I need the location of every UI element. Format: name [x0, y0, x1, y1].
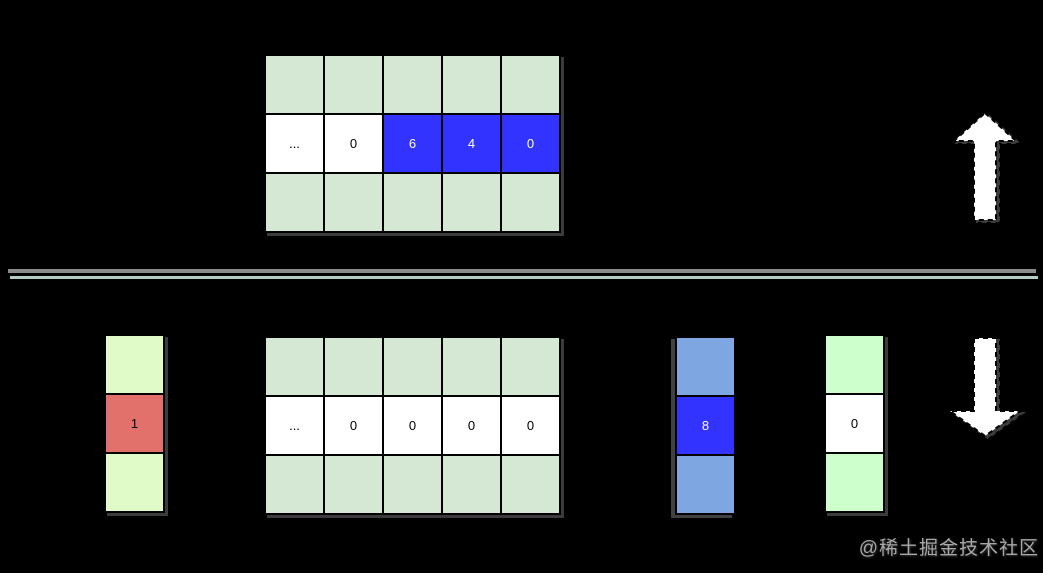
grid-cell — [324, 55, 383, 114]
up-arrow-icon — [951, 111, 1019, 221]
grid-cell — [383, 455, 442, 514]
grid-cell — [442, 173, 501, 232]
column-green: 0 — [824, 334, 885, 513]
grid-cell: 1 — [105, 394, 164, 453]
grid-cell — [825, 453, 884, 512]
grid-cell — [105, 453, 164, 512]
grid-cell — [383, 55, 442, 114]
grid-cell: 0 — [383, 396, 442, 455]
divider-line-green — [10, 276, 1038, 279]
grid-cell — [265, 55, 324, 114]
grid-cell: 0 — [324, 114, 383, 173]
grid-cell — [383, 337, 442, 396]
grid-cell — [501, 55, 560, 114]
grid-cell — [265, 337, 324, 396]
grid-cell — [265, 173, 324, 232]
grid-cell — [265, 455, 324, 514]
grid-cell: 6 — [383, 114, 442, 173]
divider-line-gray — [8, 269, 1036, 273]
grid-cell — [324, 337, 383, 396]
grid-cell: 0 — [825, 394, 884, 453]
grid-cell — [501, 173, 560, 232]
grid-cell: 8 — [676, 396, 735, 455]
grid-cell — [501, 455, 560, 514]
down-arrow-icon — [947, 337, 1023, 438]
grid-cell — [324, 455, 383, 514]
grid-cell: 0 — [324, 396, 383, 455]
grid-cell: 0 — [501, 114, 560, 173]
grid-cell: 0 — [501, 396, 560, 455]
grid-cell: ... — [265, 396, 324, 455]
grid-cell — [442, 55, 501, 114]
grid-cell — [676, 455, 735, 514]
column-left: 1 — [104, 334, 165, 513]
column-blue: 8 — [675, 336, 736, 515]
grid-cell — [825, 335, 884, 394]
grid-cell — [501, 337, 560, 396]
grid-cell — [383, 173, 442, 232]
grid-cell — [442, 455, 501, 514]
grid-cell — [324, 173, 383, 232]
grid-cell — [442, 337, 501, 396]
grid-cell: 0 — [442, 396, 501, 455]
watermark: @稀土掘金技术社区 — [858, 538, 1039, 559]
grid-cell — [676, 337, 735, 396]
grid-cell — [105, 335, 164, 394]
grid-cell: ... — [265, 114, 324, 173]
grid-cell: 4 — [442, 114, 501, 173]
